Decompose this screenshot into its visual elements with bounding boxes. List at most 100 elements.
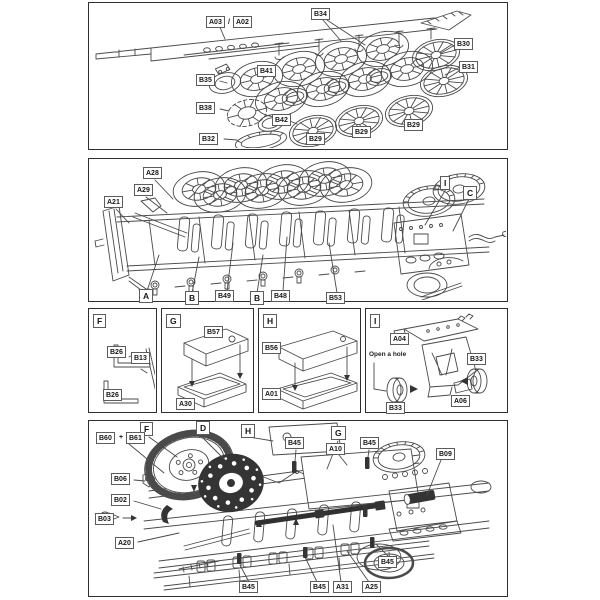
- part-label-b31: B31: [459, 61, 478, 73]
- panel-running-gear: [88, 2, 508, 150]
- assembly-label-i: I: [440, 176, 451, 190]
- part-label-b57: B57: [204, 326, 223, 338]
- label-separator: /: [228, 19, 230, 26]
- part-label-b42: B42: [272, 114, 291, 126]
- radiator-part-art: [94, 205, 130, 282]
- b02-bracket-art: [161, 505, 173, 524]
- part-label-b26: B26: [107, 346, 126, 358]
- panel-chassis-side: [88, 158, 508, 302]
- assembly-arrows: [410, 377, 468, 393]
- rear-wheel-art: [356, 543, 415, 580]
- axle-stub-row-art: [128, 265, 366, 296]
- bottom-chassis-art: [99, 422, 492, 591]
- panel-bottom-chassis: [88, 420, 508, 597]
- assembly-label-c: C: [463, 186, 478, 200]
- part-label-a04: A04: [390, 333, 409, 345]
- panel-step-i: [365, 308, 508, 413]
- part-label-b34: B34: [311, 8, 330, 20]
- road-wheels-art: [227, 25, 472, 148]
- wheel-left-art: [386, 377, 408, 403]
- part-label-b38: B38: [196, 102, 215, 114]
- front-bracket-art: [132, 197, 188, 238]
- part-label-b41: B41: [257, 65, 276, 77]
- part-label-b30: B30: [454, 38, 473, 50]
- part-label-a01: A01: [262, 388, 281, 400]
- axle-beam-art: [95, 10, 472, 62]
- part-label-a02: A02: [233, 16, 252, 28]
- assembly-arrows: [189, 344, 243, 387]
- part-label-b29: B29: [352, 126, 371, 138]
- part-label-b33: B33: [467, 353, 486, 365]
- assembly-label-g: G: [331, 426, 346, 440]
- part-label-b02: B02: [111, 494, 130, 506]
- step-header-h: H: [263, 314, 278, 328]
- step-header-g: G: [166, 314, 181, 328]
- part-label-b13: B13: [131, 352, 150, 364]
- part-label-b06: B06: [111, 473, 130, 485]
- part-label-b45: B45: [285, 437, 304, 449]
- step-h-art: [276, 330, 358, 410]
- rear-body-art: [393, 213, 506, 300]
- part-label-b49: B49: [215, 290, 234, 302]
- running-gear-art: [95, 10, 472, 148]
- part-label-b45: B45: [378, 556, 397, 568]
- step-header-f: F: [93, 314, 107, 328]
- part-label-b45: B45: [360, 437, 379, 449]
- idler-bolt-row: [382, 468, 428, 480]
- part-label-a29: A29: [134, 184, 153, 196]
- label-separator: +: [119, 434, 124, 441]
- b06-bracket-art: [142, 472, 156, 488]
- b09-part-art: [403, 489, 436, 505]
- assembly-label-b: B: [250, 291, 265, 305]
- part-label-b29: B29: [306, 133, 325, 145]
- part-label-b35: B35: [196, 74, 215, 86]
- sprocket-part-art: [226, 99, 268, 127]
- part-label-b60: B60: [96, 432, 115, 444]
- damper-row-art: [176, 207, 405, 253]
- b45-pins: [237, 457, 375, 564]
- floor-plate-art: [300, 448, 420, 510]
- assembly-arrows: [292, 346, 350, 391]
- part-label-b53: B53: [326, 292, 345, 304]
- part-label-a20: A20: [115, 537, 134, 549]
- wheel-right-art: [466, 368, 488, 394]
- part-label-a21: A21: [104, 196, 123, 208]
- part-label-a06: A06: [451, 395, 470, 407]
- part-label-b61: B61: [126, 432, 145, 444]
- box-lid-art: [278, 330, 358, 372]
- frame-rails-art: [116, 198, 490, 272]
- part-label-a03: A03: [206, 16, 225, 28]
- rear-body-art: [388, 480, 492, 542]
- assembly-label-a: A: [139, 289, 154, 303]
- drive-shaft-art: [254, 500, 386, 526]
- assembly-label-d: D: [196, 421, 211, 435]
- part-label-a10: A10: [326, 443, 345, 455]
- tray-art: [276, 372, 358, 410]
- assembly-arrows: [191, 485, 299, 527]
- part-label-b03: B03: [95, 513, 114, 525]
- part-label-a28: A28: [143, 167, 162, 179]
- part-label-b33: B33: [386, 402, 405, 414]
- part-label-b45: B45: [310, 581, 329, 593]
- open-hole-leader: [373, 362, 387, 392]
- leader-lines: [115, 179, 470, 294]
- rim-ring-art: [234, 130, 288, 148]
- leader-lines: [128, 435, 442, 583]
- assembly-label-h: H: [241, 424, 256, 438]
- part-label-b45: B45: [239, 581, 258, 593]
- part-label-b56: B56: [262, 342, 281, 354]
- chassis-side-art: [94, 159, 506, 300]
- part-label-a30: A30: [176, 398, 195, 410]
- part-label-b26: B26: [103, 389, 122, 401]
- open-a-hole-note: Open a hole: [369, 351, 407, 358]
- assembly-label-b: B: [185, 291, 200, 305]
- drive-sprocket-art: [198, 453, 264, 513]
- tray-art: [177, 372, 247, 408]
- hub-part-art: [208, 63, 242, 94]
- part-label-b32: B32: [199, 133, 218, 145]
- part-label-b48: B48: [271, 290, 290, 302]
- damper-row-art: [221, 501, 362, 547]
- part-label-a25: A25: [362, 581, 381, 593]
- step-g-art: [177, 328, 249, 408]
